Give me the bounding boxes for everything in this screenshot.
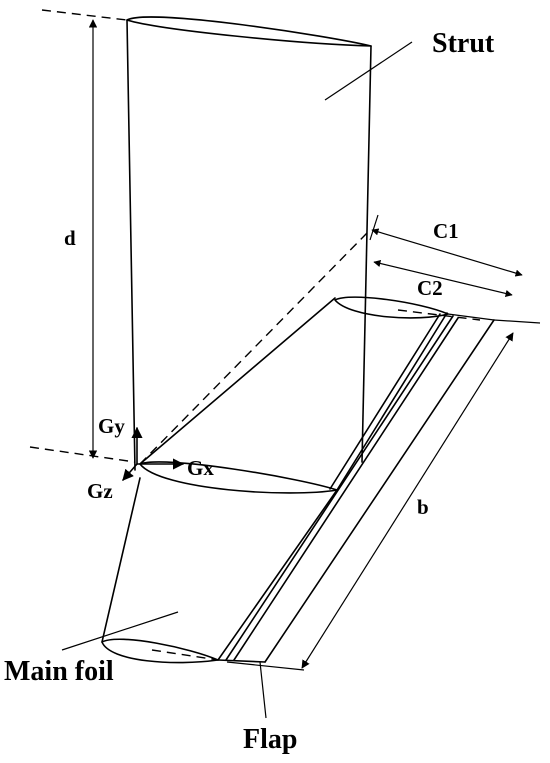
b-dimension	[301, 332, 514, 669]
gz-axis-arrow	[122, 463, 138, 481]
flap-leader-line	[259, 661, 267, 719]
strut-body	[126, 16, 413, 471]
main-foil-leader-line	[61, 611, 179, 651]
main-foil-tip-section	[101, 638, 219, 664]
main-foil-body	[101, 231, 369, 643]
bottom-reference-dashed-line	[29, 446, 136, 463]
coordinate-axes	[122, 426, 185, 481]
b-label: b	[417, 495, 429, 519]
c1-label: C1	[433, 219, 459, 243]
main-foil-label: Main foil	[4, 656, 114, 687]
strut-leader-line	[324, 41, 413, 101]
gz-label: Gz	[87, 479, 113, 503]
main-foil-root-section	[139, 461, 338, 494]
gy-label: Gy	[98, 414, 125, 438]
flap-label: Flap	[243, 724, 297, 755]
gx-label: Gx	[187, 456, 214, 480]
top-reference-dashed-line	[41, 9, 128, 21]
far-foil-section	[334, 296, 495, 321]
c2-dimension	[373, 260, 513, 297]
strut-label: Strut	[432, 28, 495, 59]
c2-label: C2	[417, 276, 443, 300]
d-label: d	[64, 226, 76, 250]
